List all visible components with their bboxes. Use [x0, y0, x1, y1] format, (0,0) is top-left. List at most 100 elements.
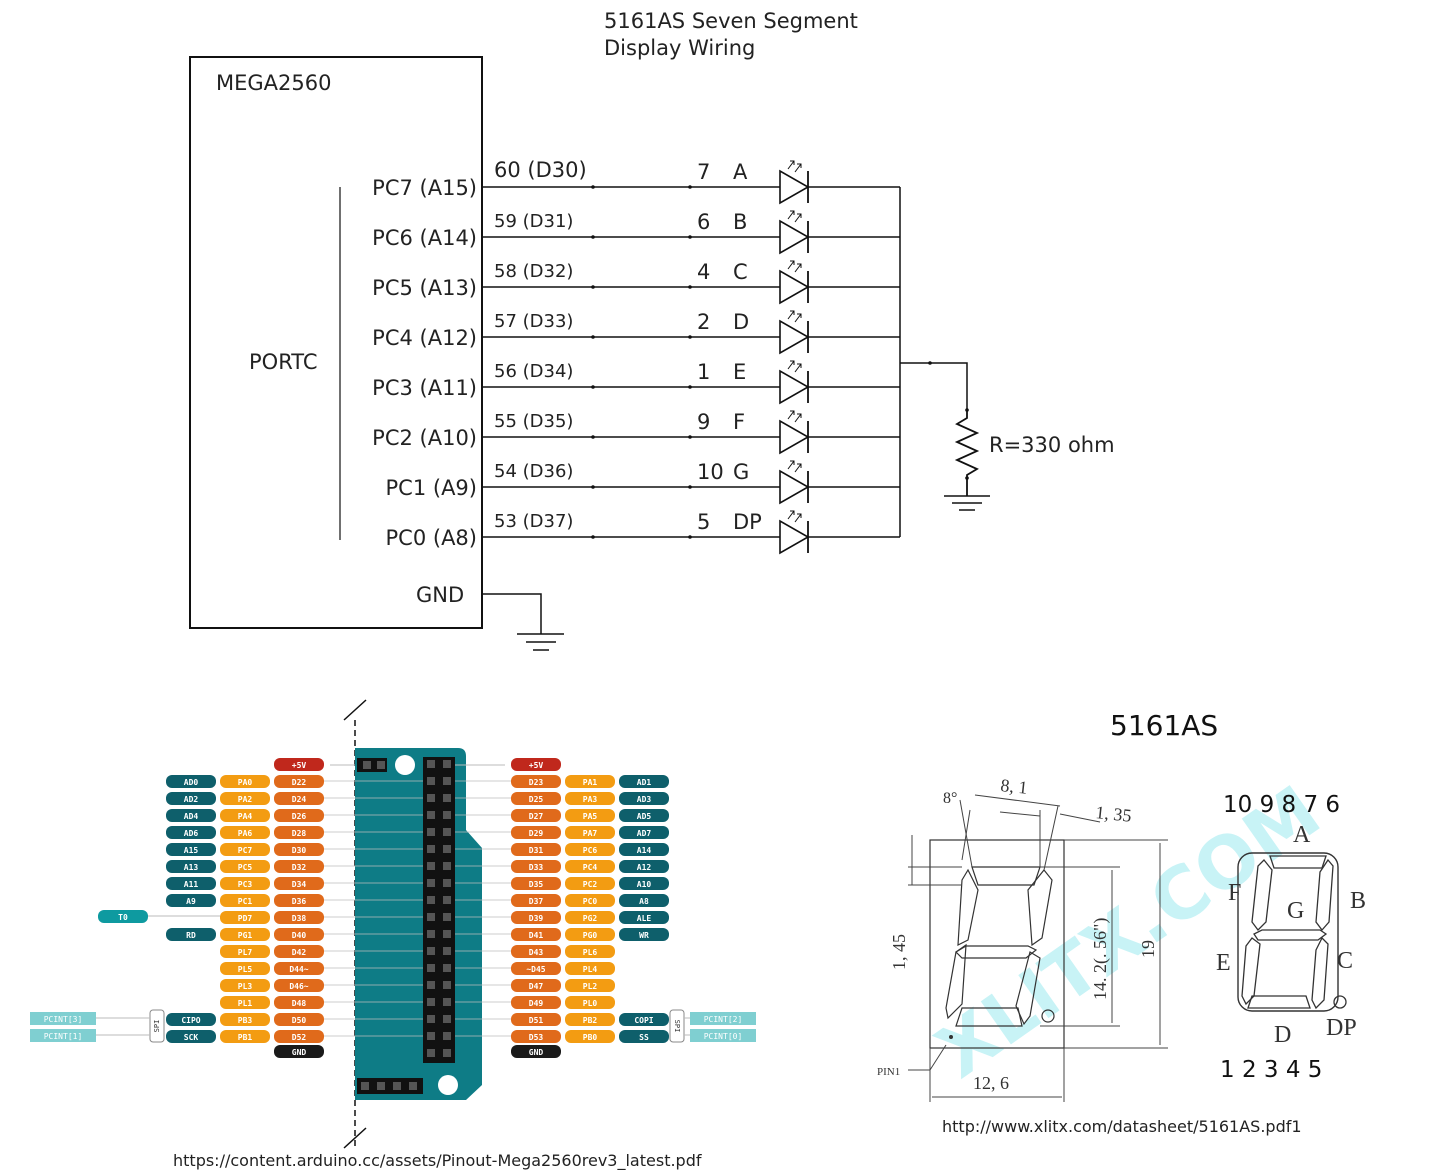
- header-pad: [443, 862, 451, 870]
- pin-port-label-bg: [220, 928, 270, 941]
- pin-alt-label-bg: [619, 877, 669, 890]
- led-light-arrows: [787, 460, 802, 473]
- header-pad: [363, 761, 371, 769]
- header-pad: [427, 828, 435, 836]
- pin-digital-label: D41: [529, 931, 544, 940]
- pin-alt-label-bg: [619, 843, 669, 856]
- pin-port-label: PA4: [238, 812, 253, 821]
- pin-port-label-bg: [220, 860, 270, 873]
- pin1-dot: [949, 1035, 953, 1039]
- pin-port-label: PL6: [583, 948, 598, 957]
- pin-alt-label-bg: [619, 1030, 669, 1043]
- pin-alt-label-bg: [166, 877, 216, 890]
- pin-digital-label-bg: [274, 843, 324, 856]
- pin-alt-label-bg: [166, 792, 216, 805]
- seg-label-f: F: [1228, 880, 1241, 906]
- pin-digital-label: D47: [529, 982, 544, 991]
- header-bottom: [357, 1078, 423, 1094]
- top-pin-numbers: 10 9 8 7 6: [1223, 792, 1340, 818]
- seg-pin-label: 7: [697, 160, 710, 184]
- pin-digital-label: D53: [529, 1033, 544, 1042]
- pin-alt-label: CIPO: [181, 1016, 200, 1025]
- pin-port-label-bg: [220, 792, 270, 805]
- pkg-seg-e: [945, 943, 967, 1020]
- resistor-symbol: [954, 410, 980, 496]
- pin-port-label-bg: [220, 979, 270, 992]
- package-outline: [929, 839, 1065, 1049]
- header-pad: [427, 777, 435, 785]
- pkg-seg-b: [1027, 869, 1053, 947]
- wire-node: [591, 485, 595, 489]
- pin-alt-label-bg: [166, 860, 216, 873]
- pin-digital-label-bg: [511, 843, 561, 856]
- pin-port-label-bg: [565, 775, 615, 788]
- pin-port-label: PL2: [583, 982, 598, 991]
- pin-digital-label-bg: [511, 826, 561, 839]
- led-triangle: [779, 419, 810, 455]
- header-pad: [427, 1049, 435, 1057]
- header-pad: [427, 913, 435, 921]
- pin-alt-label-bg: [619, 860, 669, 873]
- pin-port-label-bg: [565, 792, 615, 805]
- pin-digital-label: D46~: [289, 982, 308, 991]
- pin-digital-label: D49: [529, 999, 544, 1008]
- pin-port-label-bg: [220, 1013, 270, 1026]
- gnd-label-left: GND: [292, 1048, 307, 1057]
- header-pad: [377, 761, 385, 769]
- pin-port-label: PA2: [238, 795, 253, 804]
- pin-digital-label-bg: [274, 877, 324, 890]
- datasheet-source-url: http://www.xlitx.com/datasheet/5161AS.pd…: [942, 1117, 1302, 1136]
- board-outline: [355, 748, 482, 1100]
- pin-port-label: PC4: [583, 863, 598, 872]
- junction-dot: [965, 476, 969, 480]
- pin-digital-label: D28: [292, 829, 307, 838]
- header-pad: [427, 964, 435, 972]
- pin-port-label: PC2: [583, 880, 598, 889]
- led-light-arrows: [787, 410, 802, 423]
- pin-digital-label-bg: [274, 1013, 324, 1026]
- pin-port-label: PC0: [583, 897, 598, 906]
- power-label-left-bg: [274, 758, 324, 771]
- bottom-pin-numbers: 1 2 3 4 5: [1220, 1057, 1322, 1083]
- header-pad: [443, 777, 451, 785]
- pin-digital-label-bg: [274, 809, 324, 822]
- header-pad: [443, 964, 451, 972]
- pin-digital-label-bg: [274, 911, 324, 924]
- wire-node: [591, 235, 595, 239]
- pin-alt-label: SCK: [184, 1033, 199, 1042]
- led-triangle: [779, 469, 810, 505]
- header-pad: [427, 896, 435, 904]
- pin-digital-label-bg: [511, 979, 561, 992]
- port-pin-label: PC5 (A13): [372, 276, 477, 300]
- mega-pin-label: 54 (D36): [494, 461, 573, 482]
- pin-alt-label: AD3: [637, 795, 652, 804]
- header-pad: [377, 1082, 385, 1090]
- pin-alt-label: AD5: [637, 812, 652, 821]
- seg-pin-label: 9: [697, 410, 710, 434]
- pin-alt-label: A12: [637, 863, 652, 872]
- pin-alt-label: AD2: [184, 795, 199, 804]
- header-pad: [427, 947, 435, 955]
- pin-alt-label-bg: [166, 1013, 216, 1026]
- pin-digital-label-bg: [274, 996, 324, 1009]
- pin-port-label-bg: [565, 1013, 615, 1026]
- header-pad: [427, 794, 435, 802]
- pin-alt-label-bg: [166, 809, 216, 822]
- pin-alt-label-bg: [166, 1030, 216, 1043]
- pin-port-label: PC3: [238, 880, 253, 889]
- seg-label-d: D: [1274, 1022, 1291, 1048]
- spi-bracket-right: [669, 1009, 685, 1043]
- mount-hole: [395, 755, 415, 775]
